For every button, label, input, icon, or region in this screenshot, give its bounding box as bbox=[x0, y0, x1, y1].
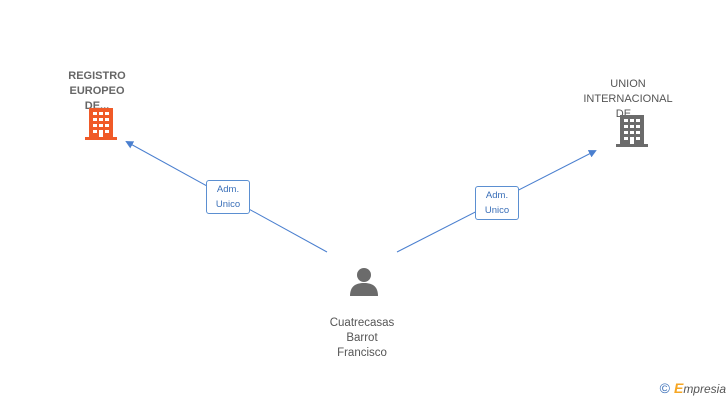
brand-watermark[interactable]: © Empresia bbox=[660, 380, 726, 396]
brand-initial: E bbox=[673, 380, 684, 396]
company-left-label: REGISTRO EUROPEO DE... bbox=[68, 70, 126, 112]
brand-name: mpresia bbox=[683, 382, 726, 396]
person-icon bbox=[350, 268, 378, 296]
edge-label-left[interactable]: Adm. Unico bbox=[206, 180, 250, 214]
building-icon bbox=[616, 115, 648, 147]
building-icon bbox=[85, 108, 117, 140]
person-label: Cuatrecasas Barrot Francisco bbox=[329, 317, 395, 359]
edge-label-right[interactable]: Adm. Unico bbox=[475, 186, 519, 220]
copyright-symbol: © bbox=[659, 380, 670, 396]
brand-logo: Empresia bbox=[674, 380, 726, 396]
